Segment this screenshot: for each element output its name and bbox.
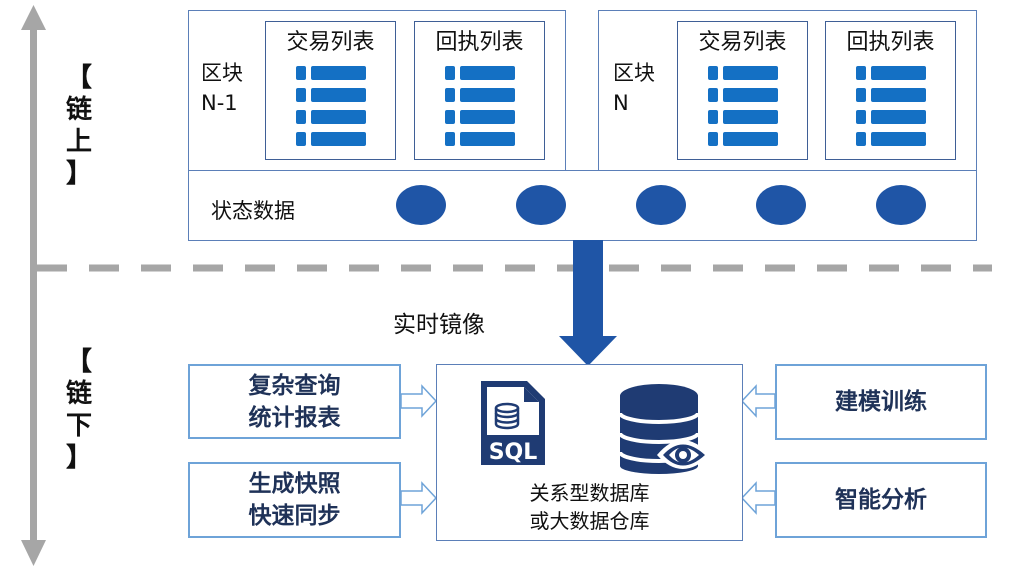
transaction-list-title: 交易列表: [286, 30, 375, 55]
state-node: [636, 185, 686, 225]
app-label-line1: 生成快照: [248, 471, 341, 497]
app-label-line1: 复杂查询: [248, 373, 341, 399]
list-icon: [855, 66, 926, 150]
state-node: [396, 185, 446, 225]
arrow-right-icon: [400, 481, 438, 515]
transaction-list-box: 交易列表: [677, 21, 808, 160]
state-node: [516, 185, 566, 225]
app-label: 建模训练: [835, 389, 927, 415]
state-node: [756, 185, 806, 225]
sql-icon-text: SQL: [489, 440, 538, 465]
list-icon: [444, 66, 515, 150]
block-label-line2: N: [613, 91, 629, 115]
list-icon: [295, 66, 366, 150]
receipt-list-box: 回执列表: [414, 21, 545, 160]
database-caption-line1: 关系型数据库: [529, 481, 650, 505]
bracket-close: 】: [65, 159, 92, 189]
receipt-list-title: 回执列表: [846, 30, 935, 55]
sql-file-icon: SQL: [481, 381, 545, 465]
off-chain-char-1: 链: [65, 379, 92, 409]
mirror-down-arrow-icon: [559, 240, 617, 366]
arrow-left-icon: [740, 384, 776, 418]
arrow-left-icon: [740, 481, 776, 515]
app-box-model-training: 建模训练: [775, 364, 987, 440]
app-label-line2: 统计报表: [248, 405, 341, 431]
list-icon: [707, 66, 778, 150]
state-data-row: 状态数据: [188, 170, 977, 241]
arrow-right-icon: [400, 384, 438, 418]
bracket-close: 】: [65, 443, 92, 473]
block-label-line1: 区块: [201, 61, 243, 85]
axis-arrow-up-icon: [21, 5, 46, 30]
app-box-complex-query: 复杂查询 统计报表: [188, 364, 401, 439]
on-chain-label: 【 链 上 】: [64, 62, 94, 190]
state-data-label: 状态数据: [211, 199, 295, 223]
on-chain-char-2: 上: [65, 127, 92, 157]
block-label: 区块 N: [613, 58, 655, 118]
axis-shaft: [30, 26, 37, 544]
block-label: 区块 N-1: [201, 58, 243, 118]
app-label-line2: 快速同步: [248, 503, 341, 529]
axis-arrow-down-icon: [21, 540, 46, 566]
block-n-minus-1: 区块 N-1 交易列表 回执列表: [188, 10, 566, 172]
off-chain-label: 【 链 下 】: [64, 346, 94, 474]
block-label-line2: N-1: [201, 91, 238, 115]
transaction-list-box: 交易列表: [265, 21, 396, 160]
on-chain-char-1: 链: [65, 95, 92, 125]
vertical-axis-arrow: [21, 5, 46, 566]
chain-divider-dashed-line: [37, 264, 992, 272]
bracket-open: 【: [65, 63, 92, 93]
receipt-list-title: 回执列表: [435, 30, 524, 55]
app-box-intelligent-analysis: 智能分析: [775, 462, 987, 538]
state-node: [876, 185, 926, 225]
block-label-line1: 区块: [613, 61, 655, 85]
off-chain-char-2: 下: [65, 411, 92, 441]
mirror-label: 实时镜像: [393, 312, 485, 338]
app-box-snapshot: 生成快照 快速同步: [188, 462, 401, 538]
database-caption-line2: 或大数据仓库: [529, 509, 650, 533]
transaction-list-title: 交易列表: [698, 30, 787, 55]
receipt-list-box: 回执列表: [825, 21, 956, 160]
bracket-open: 【: [65, 347, 92, 377]
database-box: SQL 关系型数据库 或大数据仓库: [436, 364, 743, 541]
app-label: 智能分析: [835, 487, 927, 513]
block-n: 区块 N 交易列表 回执列表: [598, 10, 977, 172]
database-eye-icon: [619, 384, 710, 474]
